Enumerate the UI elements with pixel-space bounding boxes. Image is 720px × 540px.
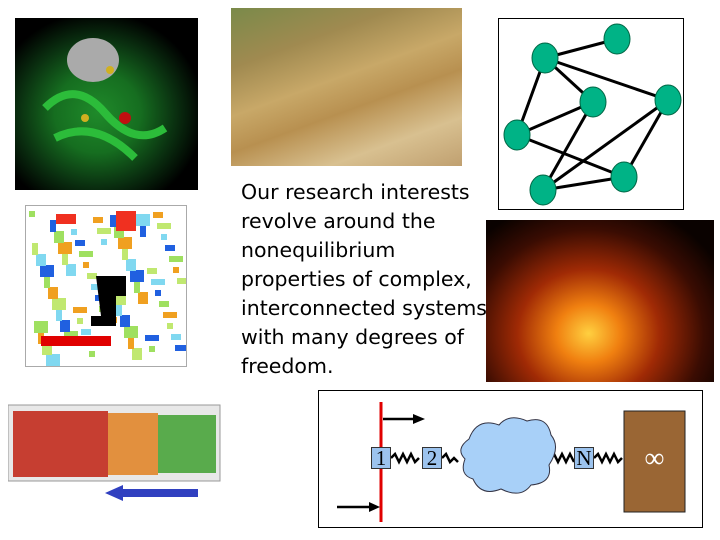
network-node bbox=[654, 84, 682, 116]
network-node bbox=[610, 161, 638, 193]
molecular-dynamics-image bbox=[8, 404, 223, 505]
network-node bbox=[503, 119, 531, 151]
network-node bbox=[603, 23, 631, 55]
network-node bbox=[529, 174, 557, 206]
network-edge bbox=[541, 101, 595, 191]
lattice-model-image bbox=[25, 205, 189, 367]
infinite-reservoir-label: ∞ bbox=[644, 443, 665, 474]
network-edge bbox=[516, 100, 594, 137]
mass-2: 2 bbox=[422, 447, 442, 469]
forest-fire-photo bbox=[486, 220, 714, 382]
spring-chain-diagram: 1 2 N ∞ bbox=[318, 390, 703, 528]
mass-n: N bbox=[574, 447, 594, 469]
research-description: Our research interests revolve around th… bbox=[241, 180, 487, 378]
network-edge bbox=[542, 98, 669, 192]
landscape-photo bbox=[231, 8, 462, 166]
network-node bbox=[531, 42, 559, 74]
protein-structure-image bbox=[15, 18, 198, 190]
network-edge bbox=[542, 175, 625, 192]
mass-1: 1 bbox=[371, 447, 391, 469]
network-edge bbox=[516, 133, 625, 179]
network-node bbox=[579, 86, 607, 118]
network-graph bbox=[498, 18, 684, 210]
network-edge bbox=[544, 56, 669, 102]
